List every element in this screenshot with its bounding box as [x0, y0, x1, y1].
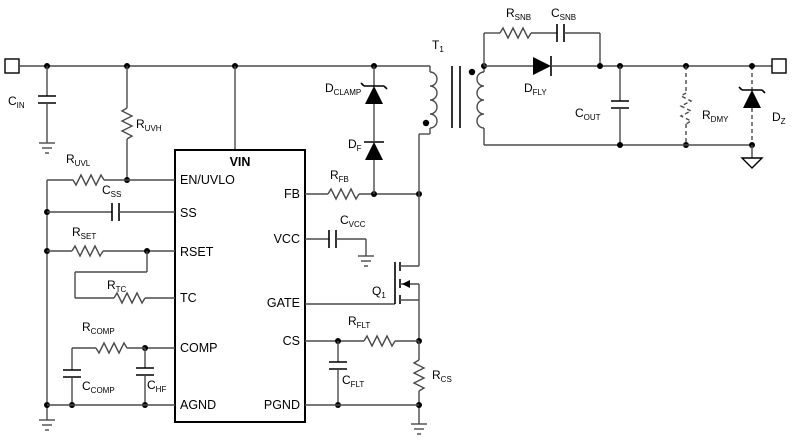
cvcc-capacitor	[305, 230, 367, 256]
rset-label: RSET	[72, 225, 96, 241]
output-terminal	[771, 58, 787, 74]
cin-label: CIN	[8, 94, 25, 110]
transformer-primary-winding	[418, 71, 438, 258]
pin-fb: FB	[284, 187, 300, 201]
ruvl-label: RUVL	[66, 152, 91, 168]
pin-comp: COMP	[180, 341, 218, 355]
rflt-label: RFLT	[348, 314, 370, 330]
dclamp-zener-diode	[360, 66, 388, 138]
pin-cs: CS	[283, 334, 300, 348]
ruvl-resistor	[47, 173, 175, 187]
left-ground-bus	[44, 180, 50, 420]
pin-tc: TC	[180, 291, 197, 305]
rtc-label: RTC	[107, 278, 127, 294]
rtc-resistor	[74, 251, 175, 305]
chf-label: CHF	[147, 378, 166, 394]
pgnd-ground-symbol	[411, 423, 427, 435]
left-ground-symbol	[39, 419, 55, 431]
css-capacitor	[47, 203, 175, 221]
dclamp-label: DCLAMP	[325, 81, 361, 97]
dfly-label: DFLY	[524, 81, 547, 97]
css-label: CSS	[102, 183, 121, 199]
ruvh-label: RUVH	[136, 117, 162, 133]
rfb-resistor	[305, 187, 422, 201]
ccomp-capacitor	[63, 348, 81, 408]
df-label: DF	[348, 137, 362, 153]
rflt-resistor	[305, 334, 419, 348]
csnb-label: CSNB	[551, 6, 576, 22]
rsnb-resistor	[483, 26, 557, 66]
ccomp-label: CCOMP	[82, 379, 115, 395]
rdmy-resistor	[679, 66, 693, 148]
dfly-diode	[484, 56, 772, 76]
transformer-secondary-winding	[468, 63, 487, 145]
pin-rset: RSET	[180, 245, 214, 259]
dz-zener-diode	[738, 63, 766, 145]
rcs-label: RCS	[432, 368, 452, 384]
rdmy-label: RDMY	[702, 108, 729, 124]
cvcc-ground-symbol	[358, 255, 374, 267]
pin-gate: GATE	[267, 296, 300, 310]
rset-resistor	[47, 244, 175, 258]
cout-label: COUT	[575, 106, 601, 122]
input-terminal	[4, 58, 20, 74]
rsnb-label: RSNB	[506, 6, 531, 22]
cvcc-label: CVCC	[340, 213, 366, 229]
dz-label: DZ	[772, 110, 786, 126]
cin-capacitor	[38, 66, 56, 143]
cflt-label: CFLT	[342, 373, 364, 389]
q1-mosfet	[305, 258, 422, 344]
cin-ground-symbol	[39, 142, 55, 154]
df-diode	[364, 138, 384, 194]
transformer-core	[451, 66, 461, 128]
pin-ss: SS	[180, 206, 197, 220]
ruvh-resistor	[120, 66, 134, 183]
output-ground-symbol	[740, 157, 764, 169]
cout-capacitor	[611, 66, 629, 145]
rfb-label: RFB	[330, 168, 349, 184]
csnb-capacitor	[556, 24, 601, 66]
rcomp-resistor	[72, 341, 175, 355]
controller-ic	[174, 149, 306, 423]
pin-agnd: AGND	[180, 398, 216, 412]
rcomp-label: RCOMP	[82, 320, 115, 336]
rcs-resistor	[412, 341, 426, 424]
pin-pgnd: PGND	[264, 398, 300, 412]
t1-label: T1	[432, 38, 444, 54]
cflt-capacitor	[329, 341, 347, 408]
pin-vcc: VCC	[274, 232, 300, 246]
pin-en-uvlo: EN/UVLO	[180, 173, 235, 187]
q1-label: Q1	[372, 284, 386, 300]
ic-vin-pin-label: VIN	[230, 155, 251, 169]
input-rail	[19, 63, 431, 72]
output-return-rail	[484, 142, 755, 158]
